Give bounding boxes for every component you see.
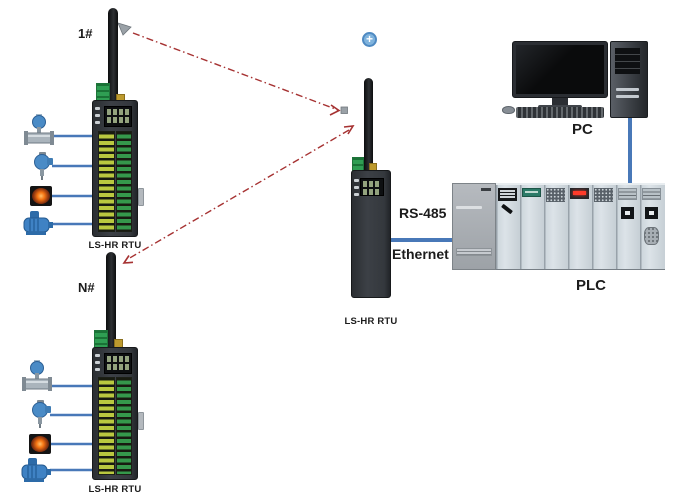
wireless-link-rtu1-gateway	[117, 22, 348, 116]
key-switch-icon	[501, 203, 513, 215]
rtuN-tag-label: N#	[78, 280, 95, 295]
pressure-transmitter-icon	[32, 152, 54, 185]
flow-meter-icon	[22, 360, 52, 399]
terminal-strip-green	[116, 377, 132, 475]
antenna-icon	[106, 252, 116, 348]
rtu1-model-label: LS-HR RTU	[88, 240, 142, 251]
wireless-link-rtuN-gateway	[122, 125, 355, 264]
plc-rack	[452, 183, 665, 271]
plc-comm-module	[640, 183, 665, 270]
serial-port-icon	[644, 227, 659, 245]
ethernet-link-label: Ethernet	[392, 246, 449, 262]
plc-label: PLC	[576, 277, 606, 294]
plc-io-module	[544, 183, 568, 270]
terminal-strip-yellow	[98, 131, 115, 232]
wireless-arrowhead-icon	[343, 125, 355, 135]
keyboard-icon	[516, 107, 604, 118]
pc-tower-icon	[610, 41, 648, 118]
status-leds-icon	[95, 354, 100, 375]
alarm-lamp-icon	[30, 186, 52, 206]
status-leds-icon	[95, 107, 100, 128]
terminal-strip-green	[116, 131, 132, 232]
flow-meter-icon	[24, 114, 54, 153]
gateway-rtu-device: LS-HR RTU	[345, 78, 397, 328]
plc-controller-module	[496, 183, 520, 270]
din-clip-icon	[138, 188, 144, 206]
rtu-display	[360, 178, 384, 196]
ethernet-port-icon	[645, 207, 658, 219]
rtu-display	[104, 106, 132, 127]
motor-icon	[20, 457, 52, 488]
wireless-arrowhead-icon	[329, 104, 341, 116]
zoom-plus-icon[interactable]: +	[362, 32, 377, 47]
mouse-icon	[502, 106, 515, 114]
plc-display-module	[568, 183, 592, 270]
plc-io-module	[592, 183, 616, 270]
rtuN-model-label: LS-HR RTU	[88, 484, 142, 495]
pressure-transmitter-icon	[30, 400, 52, 433]
rtuN-device: LS-HR RTU	[89, 252, 144, 497]
serial-link-label: RS-485	[399, 205, 447, 221]
wireless-arrowhead-icon	[117, 22, 132, 36]
rtu-display	[104, 353, 132, 374]
monitor-icon	[512, 41, 608, 98]
gateway-model-label: LS-HR RTU	[344, 316, 398, 327]
terminal-plug-icon	[352, 157, 364, 173]
antenna-icon	[364, 78, 373, 172]
status-leds-icon	[354, 179, 359, 200]
plc-module	[520, 183, 544, 270]
plc-ethernet-module	[616, 183, 640, 270]
plc-power-module	[452, 183, 496, 270]
antenna-icon	[108, 8, 118, 102]
wireless-arrowhead-icon	[122, 255, 134, 264]
alarm-lamp-icon	[29, 434, 51, 454]
rtu1-device: LS-HR RTU	[89, 8, 144, 253]
motor-icon	[22, 210, 54, 241]
pc-workstation	[500, 41, 660, 141]
din-clip-icon	[138, 412, 144, 430]
ethernet-port-icon	[621, 207, 634, 219]
antenna-target-icon	[340, 106, 348, 114]
pc-label: PC	[572, 121, 593, 138]
rtu1-tag-label: 1#	[78, 26, 93, 41]
monitor-stand	[552, 98, 568, 106]
terminal-strip-yellow	[98, 377, 115, 475]
sensor-wires-rtuN	[48, 384, 98, 472]
